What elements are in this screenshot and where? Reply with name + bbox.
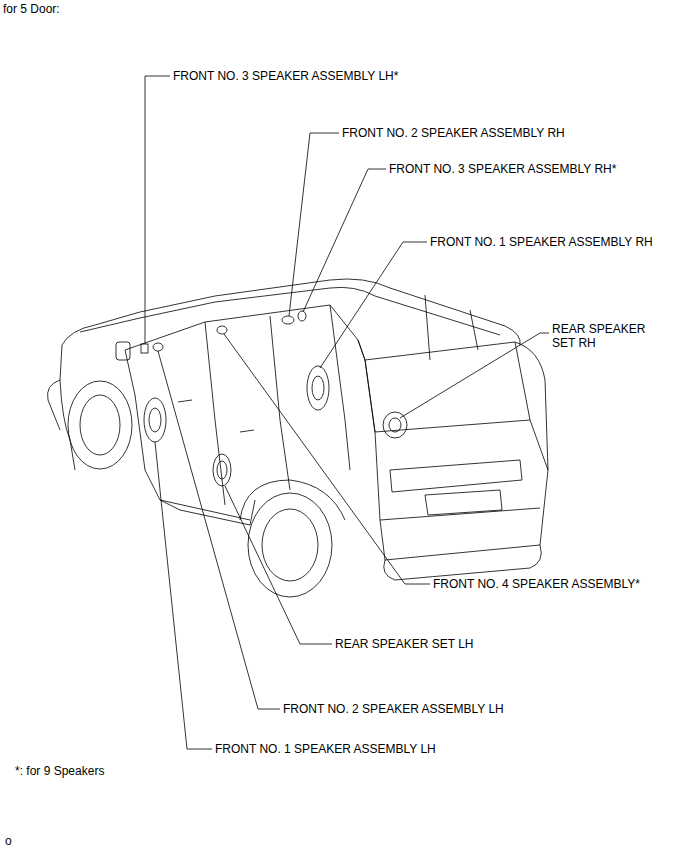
page-mark: o	[4, 834, 13, 848]
part-label: FRONT NO. 3 SPEAKER ASSEMBLY RH*	[388, 162, 617, 176]
part-label: FRONT NO. 2 SPEAKER ASSEMBLY RH	[341, 126, 566, 140]
page-note: for 5 Door:	[2, 2, 61, 16]
part-label: FRONT NO. 3 SPEAKER ASSEMBLY LH*	[172, 69, 399, 83]
part-label: FRONT NO. 1 SPEAKER ASSEMBLY RH	[429, 235, 654, 249]
footnote: *: for 9 Speakers	[14, 764, 105, 778]
part-label: FRONT NO. 4 SPEAKER ASSEMBLY*	[432, 577, 641, 591]
part-label: FRONT NO. 1 SPEAKER ASSEMBLY LH	[214, 742, 437, 756]
part-label: REAR SPEAKER SET RH	[551, 322, 653, 350]
part-label: REAR SPEAKER SET LH	[334, 637, 475, 651]
part-label: FRONT NO. 2 SPEAKER ASSEMBLY LH	[282, 702, 505, 716]
